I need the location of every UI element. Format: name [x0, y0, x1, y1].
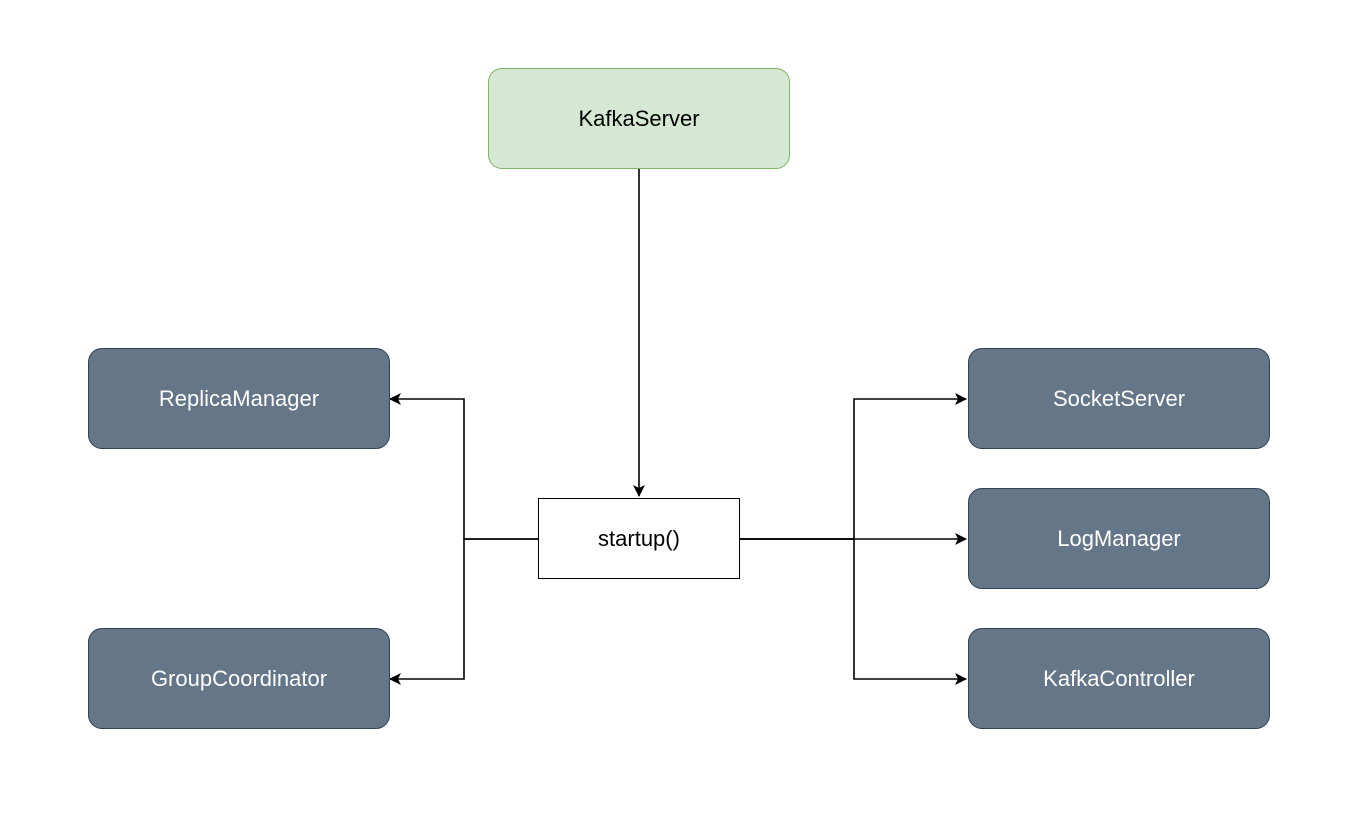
node-startup-label: startup() [598, 525, 680, 551]
node-kafka-server-label: KafkaServer [578, 105, 700, 131]
node-replica-manager-label: ReplicaManager [158, 385, 320, 411]
node-socket-server-label: SocketServer [1052, 385, 1186, 411]
node-log-manager: LogManager [968, 488, 1270, 589]
node-kafka-controller: KafkaController [968, 628, 1270, 729]
node-group-coordinator-label: GroupCoordinator [150, 665, 328, 691]
edge-startup-to-kafkacontroller [740, 538, 967, 685]
node-socket-server: SocketServer [968, 348, 1270, 449]
node-startup: startup() [538, 498, 740, 579]
node-kafka-controller-label: KafkaController [1043, 665, 1195, 691]
node-group-coordinator: GroupCoordinator [88, 628, 390, 729]
node-log-manager-label: LogManager [1057, 525, 1181, 551]
node-replica-manager: ReplicaManager [88, 348, 390, 449]
node-kafka-server: KafkaServer [488, 68, 790, 169]
edge-startup-to-socketserver [740, 393, 967, 540]
edge-startup-to-groupcoordinator [389, 538, 538, 685]
edge-startup-to-replicamanager [389, 393, 538, 540]
